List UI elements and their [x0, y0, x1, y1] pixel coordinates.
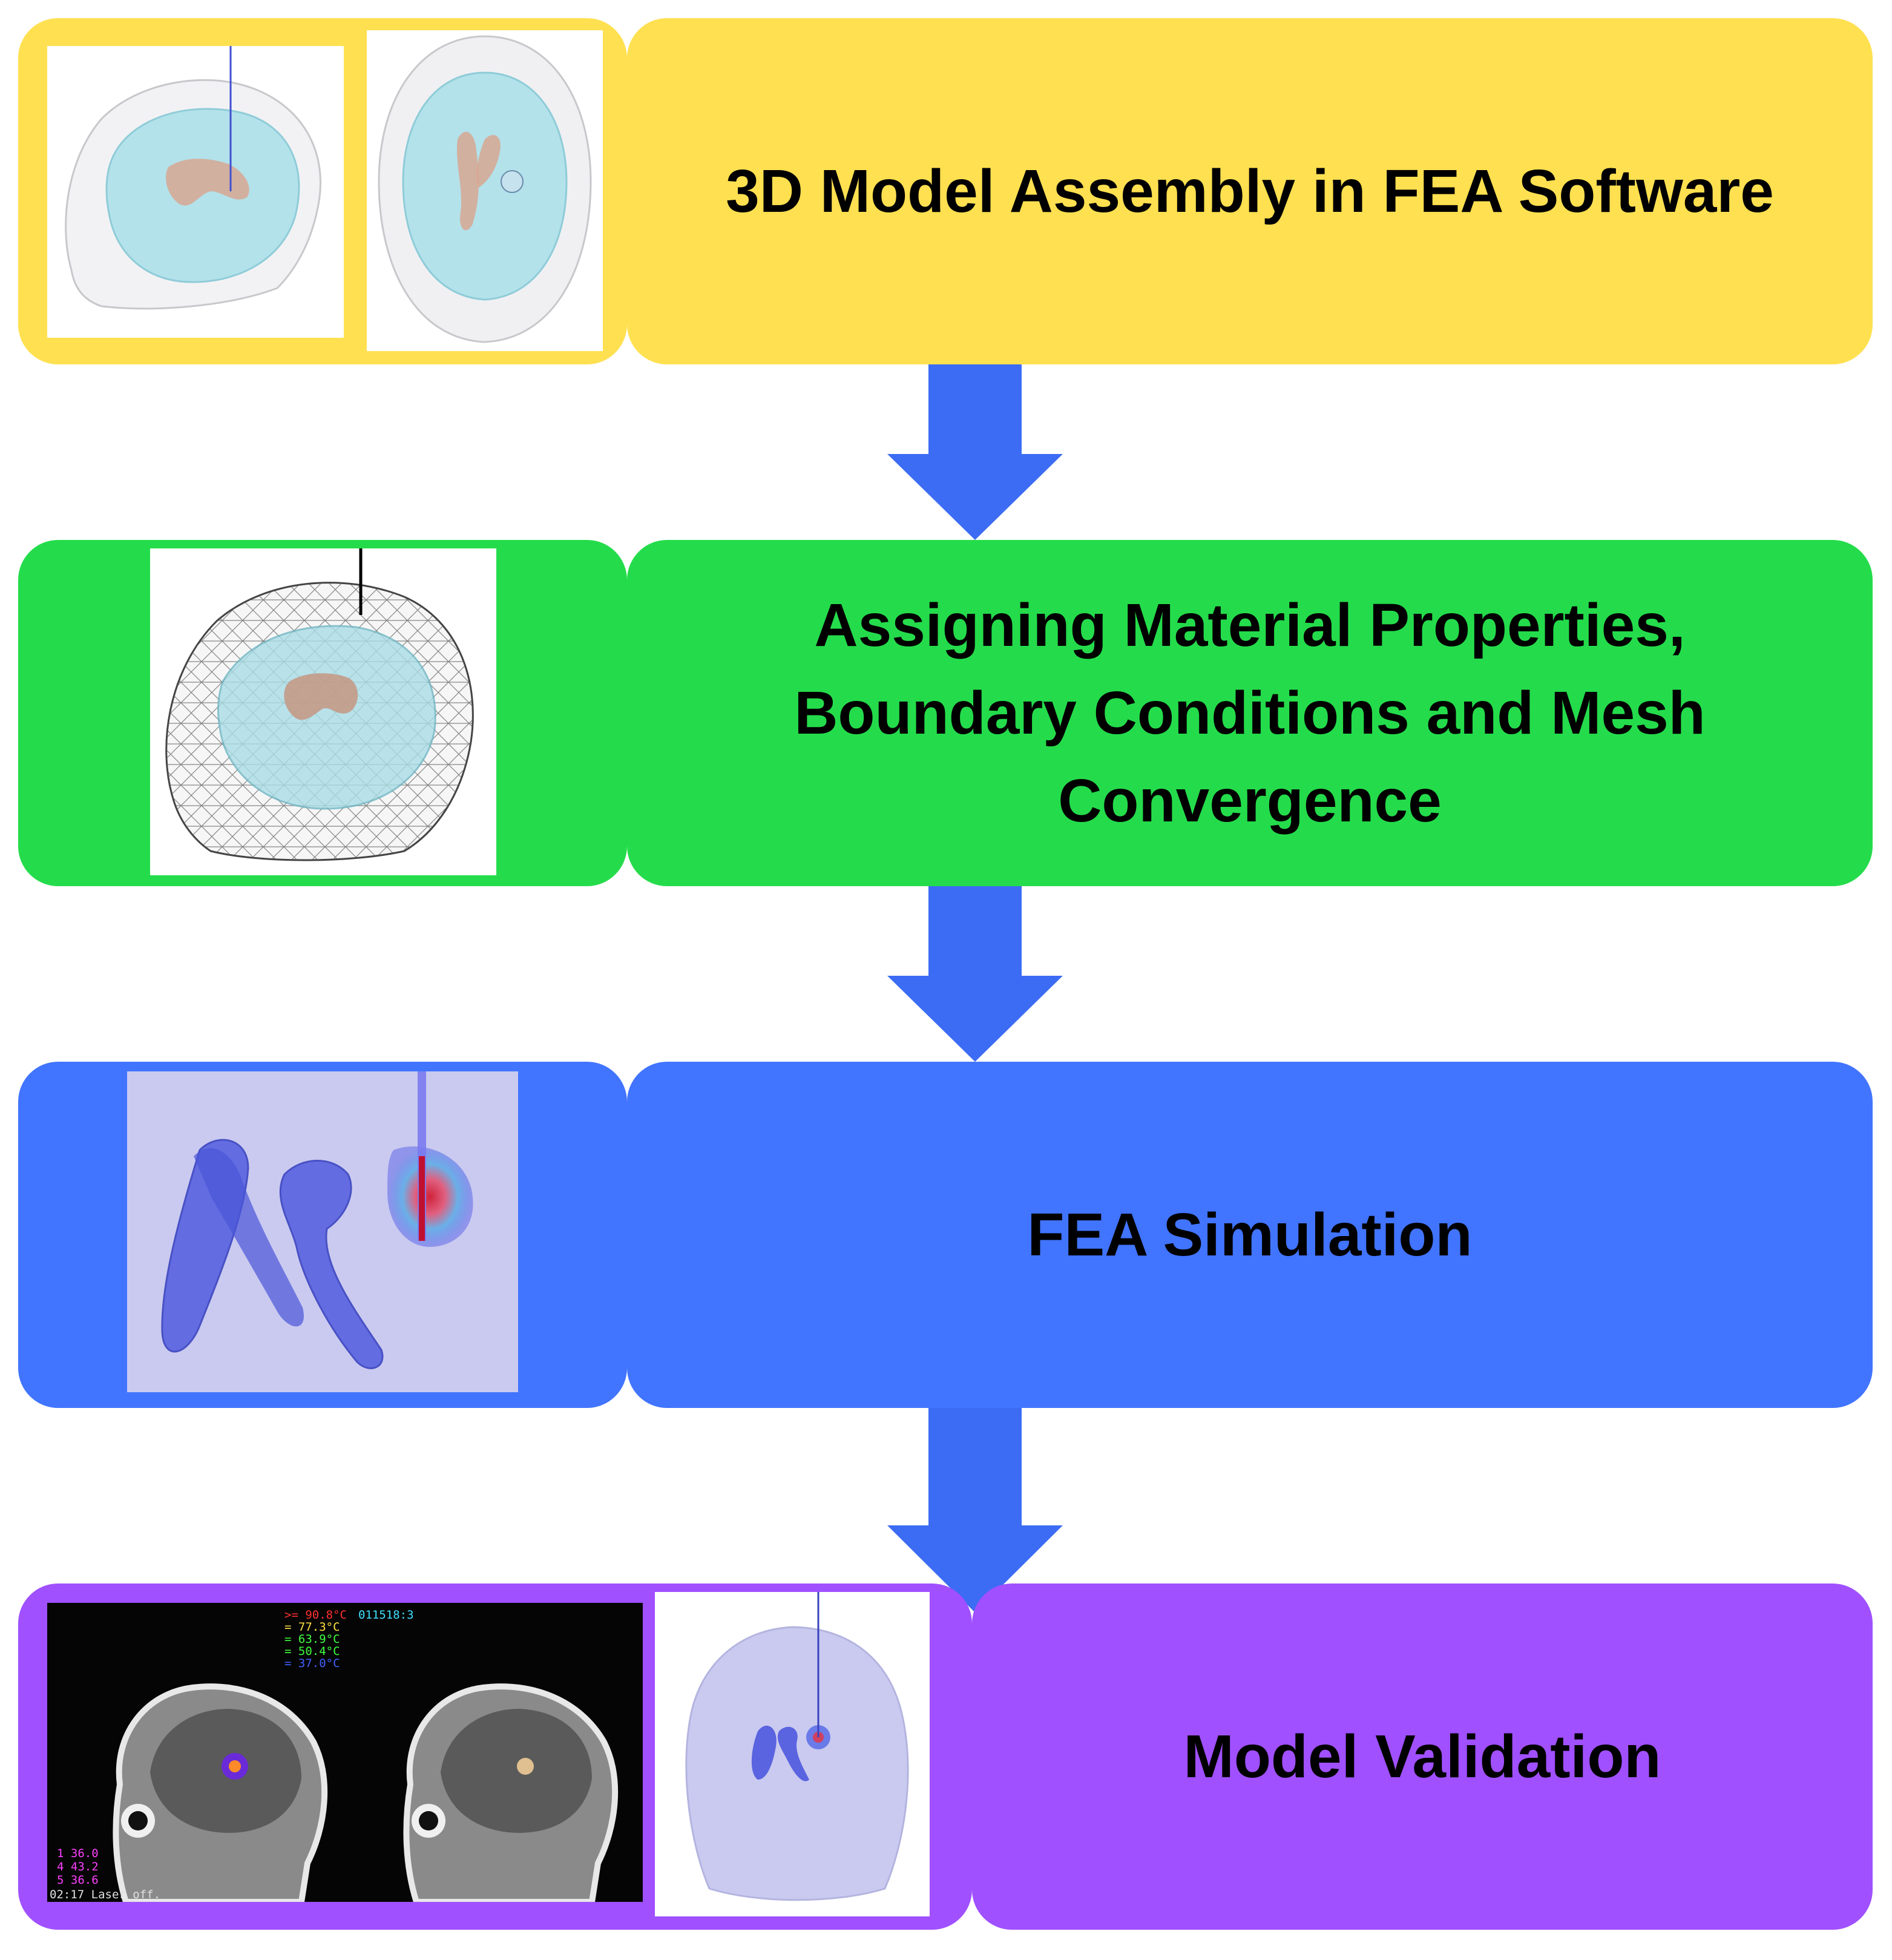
mr-thermometry-image: >= 90.8°C = 77.3°C = 63.9°C = 50.4°C = 3… — [47, 1603, 643, 1902]
step-assembly-label-box — [627, 18, 1873, 364]
temp-line-3: = 63.9°C — [284, 1633, 340, 1646]
temp-line-5: = 37.0°C — [284, 1657, 340, 1670]
skull-model-side-view — [47, 46, 344, 338]
ventricle-heat-simulation — [127, 1071, 518, 1392]
validation-head-model — [655, 1592, 930, 1916]
step-simulation-label: FEA Simulation — [1027, 1200, 1473, 1269]
step-properties-label-box — [627, 540, 1873, 886]
point-reading-2: 4 43.2 — [57, 1860, 99, 1873]
step-simulation-label-box — [627, 1062, 1873, 1408]
arrow-simulation-to-validation — [887, 1408, 1063, 1613]
skull-model-top-view — [367, 30, 603, 351]
status-text: 02:17 Laser off. — [50, 1888, 160, 1901]
temp-line-4: = 50.4°C — [284, 1645, 340, 1658]
temp-line-2: = 77.3°C — [284, 1620, 340, 1634]
step-assembly-label: 3D Model Assembly in FEA Software — [726, 157, 1774, 225]
point-reading-1: 1 36.0 — [57, 1847, 99, 1860]
point-reading-3: 5 36.6 — [57, 1873, 99, 1887]
temp-line-1: >= 90.8°C — [284, 1608, 347, 1622]
step-validation-label: Model Validation — [1183, 1722, 1661, 1791]
meshed-head-model — [150, 548, 496, 875]
step-properties-label: Assigning Material Properties, Boundary … — [794, 591, 1706, 835]
arrow-properties-to-simulation — [887, 886, 1063, 1062]
step-validation-label-box — [972, 1583, 1873, 1930]
frame-id: 011518:3 — [358, 1608, 414, 1622]
arrow-assembly-to-properties — [887, 364, 1063, 540]
